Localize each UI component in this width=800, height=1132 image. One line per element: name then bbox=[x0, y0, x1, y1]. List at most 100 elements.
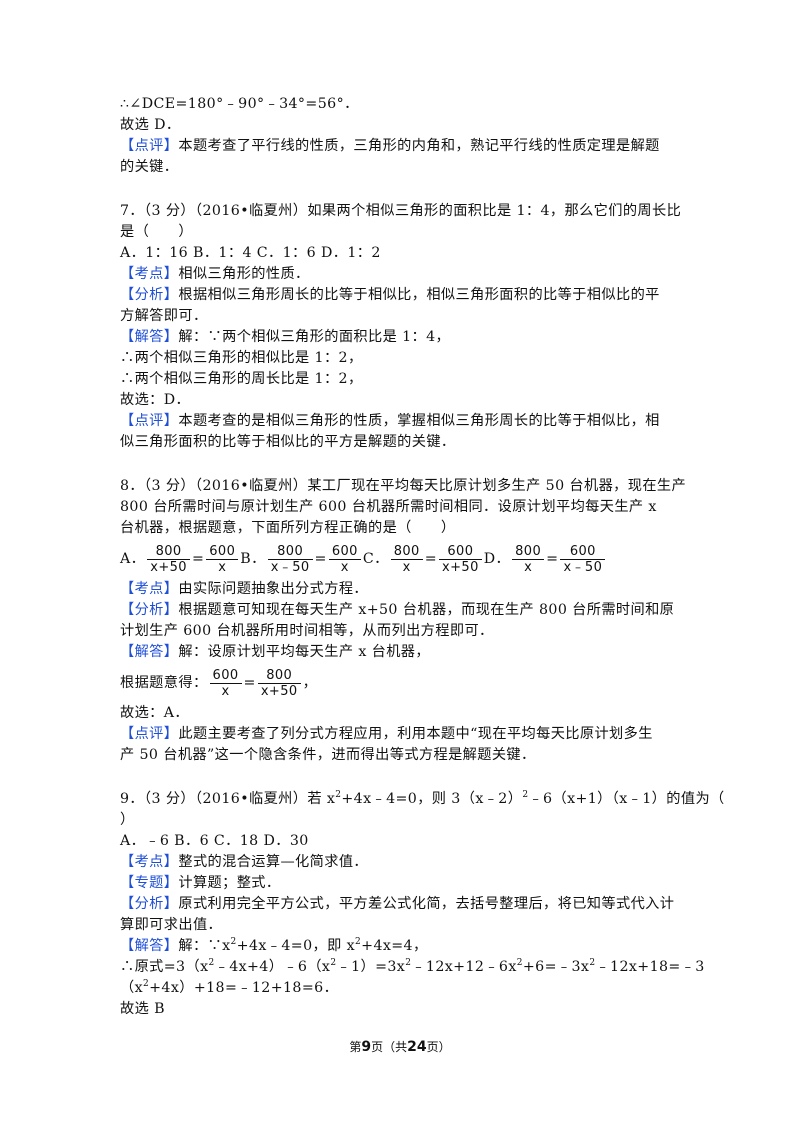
kaodian-tag: 【考点】 bbox=[120, 581, 179, 597]
equals-sign: = bbox=[546, 551, 559, 567]
q9-fenxi-cont: 算即可求出值． bbox=[120, 917, 223, 933]
denominator: x bbox=[218, 559, 227, 575]
option-b-label: B． bbox=[240, 551, 266, 567]
denominator: x﹣50 bbox=[270, 559, 310, 575]
superscript: 2 bbox=[516, 958, 523, 968]
superscript: 2 bbox=[335, 790, 342, 800]
denominator: x bbox=[221, 683, 230, 699]
numerator: 800 bbox=[512, 544, 545, 560]
q8-jieda: 【解答】解：设原计划平均每天生产 x 台机器， bbox=[120, 642, 690, 663]
superscript: 2 bbox=[208, 958, 215, 968]
q8-review-cont: 产 50 台机器”这一个隐含条件，进而得出等式方程是解题关键． bbox=[120, 747, 536, 763]
superscript: 2 bbox=[589, 958, 596, 968]
q7-jieda-text: 解：∵两个相似三角形的面积比是 1：4， bbox=[178, 329, 451, 345]
q8-stem-cont2: 台机器，根据题意，下面所列方程正确的是（ ） bbox=[120, 520, 456, 536]
q7-kaodian-text: 相似三角形的性质． bbox=[178, 266, 310, 282]
fenxi-tag: 【分析】 bbox=[120, 896, 179, 912]
q9-options: A．﹣6 B．6 C．18 D．30 bbox=[120, 833, 309, 849]
q7-fenxi-cont: 方解答即可． bbox=[120, 308, 208, 324]
q8-answer: 故选：A． bbox=[120, 705, 189, 721]
numerator: 800 bbox=[390, 544, 423, 560]
q8-review: 【点评】此题主要考查了列分式方程应用，利用本题中“现在平均每天比原计划多生 bbox=[120, 724, 690, 745]
q7-fenxi: 【分析】根据相似三角形周长的比等于相似比，相似三角形面积的比等于相似比的平 bbox=[120, 285, 690, 306]
q9-kaodian: 【考点】整式的混合运算—化简求值． bbox=[120, 852, 690, 873]
denominator: x+50 bbox=[260, 683, 298, 699]
q7-stem: 7．（3 分）（2016•临夏州）如果两个相似三角形的面积比是 1：4，那么它们… bbox=[120, 203, 682, 219]
q8-jieda-suffix: ， bbox=[302, 675, 318, 691]
numerator: 600 bbox=[439, 544, 482, 560]
q7-review-text: 本题考查的是相似三角形的性质，掌握相似三角形周长的比等于相似比，相 bbox=[178, 413, 660, 429]
zhuanti-tag: 【专题】 bbox=[120, 875, 179, 891]
q8-fenxi: 【分析】根据题意可知现在每天生产 x+50 台机器，而现在生产 800 台所需时… bbox=[120, 600, 690, 621]
q9-zhuanti-text: 计算题；整式． bbox=[178, 875, 281, 891]
q9-expr-g: （x bbox=[120, 980, 143, 996]
numerator: 600 bbox=[328, 544, 361, 560]
numerator: 800 bbox=[257, 668, 301, 684]
total-pages: 24 bbox=[407, 1039, 427, 1055]
superscript: 2 bbox=[405, 958, 412, 968]
q9-expr-h: +4x）+18=﹣12+18=6． bbox=[149, 980, 339, 996]
q9-jieda-line2: ∴原式=3（x2﹣4x+4）﹣6（x2﹣1）=3x2﹣12x+12﹣6x2+6=… bbox=[120, 957, 704, 978]
q9-jieda: 【解答】解：∵x2+4x﹣4=0，即 x2+4x=4， bbox=[120, 936, 690, 957]
q7-answer: 故选：D． bbox=[120, 392, 191, 408]
kaodian-tag: 【考点】 bbox=[120, 266, 179, 282]
denominator: x bbox=[340, 559, 349, 575]
review-tag: 【点评】 bbox=[120, 726, 179, 742]
numerator: 600 bbox=[560, 544, 606, 560]
q9-expr-d: ﹣12x+12﹣6x bbox=[411, 959, 517, 975]
footer-mid: 页（共 bbox=[371, 1040, 408, 1054]
superscript: 2 bbox=[143, 979, 150, 989]
superscript: 2 bbox=[522, 790, 529, 800]
q6-review: 【点评】本题考查了平行线的性质，三角形的内角和，熟记平行线的性质定理是解题 bbox=[120, 136, 690, 157]
q9-jieda-b: +4x﹣4=0，即 x bbox=[236, 938, 356, 954]
page-number: 9 bbox=[361, 1039, 372, 1055]
q7-stem-cont: 是（ ） bbox=[120, 224, 193, 240]
denominator: x+50 bbox=[150, 559, 187, 575]
q8-stem: 8．（3 分）（2016•临夏州）某工厂现在平均每天比原计划多生产 50 台机器… bbox=[120, 478, 687, 494]
q9-zhuanti: 【专题】计算题；整式． bbox=[120, 873, 690, 894]
numerator: 800 bbox=[147, 544, 190, 560]
q9-answer: 故选 B bbox=[120, 1001, 165, 1017]
equals-sign: = bbox=[424, 551, 438, 567]
jieda-tag: 【解答】 bbox=[120, 644, 179, 660]
q9-stem-c: ﹣6（x+1）（x﹣1）的值为（ bbox=[528, 791, 725, 807]
numerator: 800 bbox=[267, 544, 313, 560]
jieda-tag: 【解答】 bbox=[120, 938, 179, 954]
q8-jieda-text: 解：设原计划平均每天生产 x 台机器， bbox=[178, 644, 430, 660]
equals-sign: = bbox=[243, 675, 256, 691]
q9-stem-cont: ） bbox=[120, 812, 135, 828]
q8-kaodian: 【考点】由实际问题抽象出分式方程． bbox=[120, 579, 690, 600]
q8-fenxi-cont: 计划生产 600 台机器所用时间相等，从而列出方程即可． bbox=[120, 623, 494, 639]
review-tag: 【点评】 bbox=[120, 138, 179, 154]
q7-fenxi-text: 根据相似三角形周长的比等于相似比，相似三角形面积的比等于相似比的平 bbox=[178, 287, 660, 303]
equals-sign: = bbox=[314, 551, 327, 567]
q9-expr-a: ∴原式=3（x bbox=[120, 959, 209, 975]
q9-stem-b: +4x﹣4=0，则 3（x﹣2） bbox=[341, 791, 523, 807]
option-a-label: A． bbox=[120, 551, 146, 567]
q8-jieda-prefix: 根据题意得： bbox=[120, 675, 208, 691]
q9-expr-f: ﹣12x+18=﹣3 bbox=[595, 959, 705, 975]
q6-answer: 故选 D． bbox=[120, 117, 181, 133]
q7-jieda: 【解答】解：∵两个相似三角形的面积比是 1：4， bbox=[120, 327, 690, 348]
q9-expr-c: ﹣1）=3x bbox=[336, 959, 406, 975]
equals-sign: = bbox=[191, 551, 205, 567]
q8-review-text: 此题主要考查了列分式方程应用，利用本题中“现在平均每天比原计划多生 bbox=[178, 726, 653, 742]
review-tag: 【点评】 bbox=[120, 413, 179, 429]
q8-kaodian-text: 由实际问题抽象出分式方程． bbox=[178, 581, 368, 597]
superscript: 2 bbox=[330, 958, 337, 968]
q6-review-cont: 的关键． bbox=[120, 159, 179, 175]
denominator: x bbox=[402, 559, 411, 575]
footer-prefix: 第 bbox=[349, 1040, 362, 1054]
fenxi-tag: 【分析】 bbox=[120, 287, 179, 303]
denominator: x﹣50 bbox=[563, 559, 603, 575]
